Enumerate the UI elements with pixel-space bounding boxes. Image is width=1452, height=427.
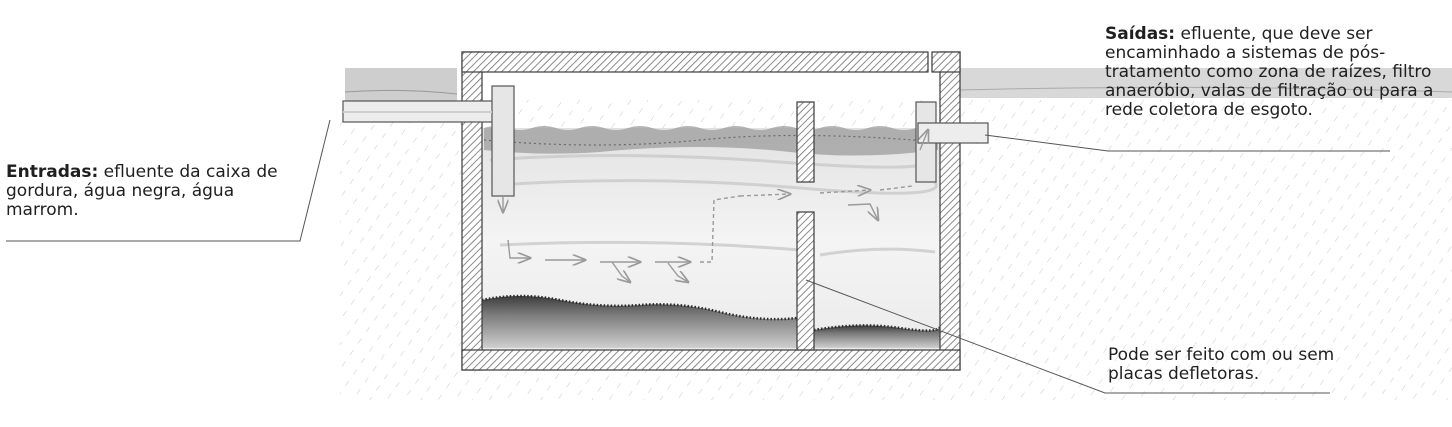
baffles-label-text: Pode ser feito com ou sem placas defleto…	[1108, 345, 1334, 384]
outputs-label: Saídas: efluente, que deve ser encaminha…	[1105, 25, 1450, 120]
inputs-label-title: Entradas:	[6, 162, 98, 182]
baffles-label: Pode ser feito com ou sem placas defleto…	[1108, 346, 1368, 384]
outputs-label-title: Saídas:	[1105, 24, 1175, 44]
baffle-wall	[797, 102, 814, 350]
inputs-label: Entradas: efluente da caixa de gordura, …	[6, 163, 296, 220]
